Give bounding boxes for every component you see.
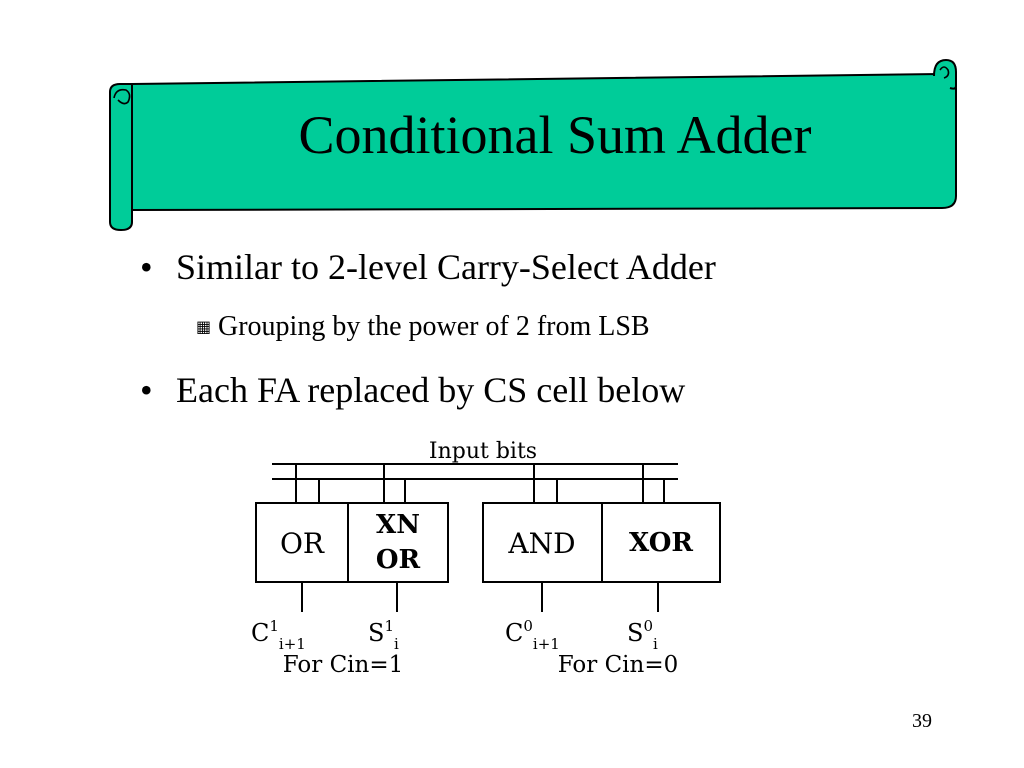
cin0-group-label: For Cin=0 [558,652,679,678]
xor-gate-label: XOR [629,528,693,558]
cin1-group-label: For Cin=1 [283,652,404,678]
output-s1-label: S1i [368,617,399,653]
and-gate-label: AND [507,527,575,560]
page-number: 39 [912,710,932,732]
bullet-text: Similar to 2-level Carry-Select Adder [176,247,716,287]
output-s0-label: S0i [627,617,658,653]
xor-gate-box [601,502,721,583]
xnor-gate-label-top: XN [376,510,420,540]
slide-title: Conditional Sum Adder [298,105,812,165]
output-c1-label: C1i+1 [251,617,306,653]
bullet-item: • Each FA replaced by CS cell below [140,368,685,412]
calculator-icon: ▦ [196,319,212,336]
sub-bullet-text: Grouping by the power of 2 from LSB [218,311,650,342]
input-bits-label: Input bits [429,439,537,464]
sub-bullet-item: ▦ Grouping by the power of 2 from LSB [196,309,650,346]
bullet-item: • Similar to 2-level Carry-Select Adder [140,245,716,289]
bullet-text: Each FA replaced by CS cell below [176,370,686,410]
output-c0-label: C0i+1 [505,617,560,653]
bullet-dot-icon: • [140,247,153,287]
or-gate-label: OR [280,527,325,560]
xnor-gate-label-bottom: OR [376,545,421,575]
bullet-dot-icon: • [140,370,153,410]
title-banner [109,58,957,232]
